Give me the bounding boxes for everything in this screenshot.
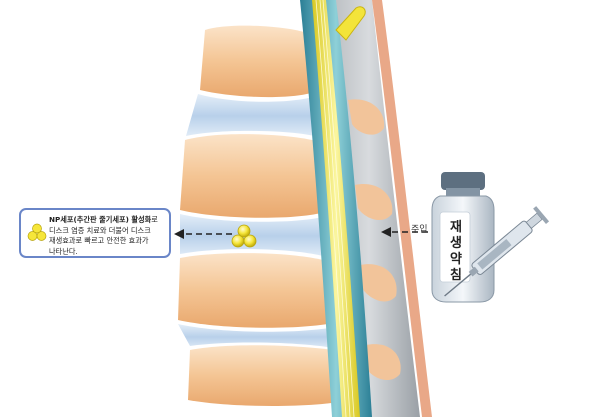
info-box: NP세포(추간판 줄기세포) 활성화로 디스크 염증 치료와 더불어 디스크 재… <box>19 208 171 258</box>
info-line-1: NP세포(추간판 줄기세포) 활성화로 <box>49 215 171 226</box>
disc-1 <box>186 94 322 138</box>
vertebra-3 <box>178 253 338 328</box>
np-cell-cluster <box>231 224 257 248</box>
nerve-fibers <box>315 0 355 417</box>
arrow-head-left <box>174 229 184 239</box>
arrow-head-injection <box>381 227 391 237</box>
disc-2 <box>180 214 330 258</box>
vertebra-2 <box>180 134 325 218</box>
info-line-3: 재생효과로 빠르고 안전한 효과가 <box>49 236 149 245</box>
vial-label-char: 침 <box>450 268 462 283</box>
injection-label: 주입 <box>411 225 428 235</box>
intervertebral-discs <box>178 94 344 350</box>
vertebrae <box>178 25 350 406</box>
info-text: NP세포(추간판 줄기세포) 활성화로 디스크 염증 치료와 더불어 디스크 재… <box>49 215 171 257</box>
syringe <box>444 206 550 297</box>
vertebra-1 <box>200 25 314 98</box>
vial-label-char: 생 <box>450 236 462 251</box>
outer-ligament <box>372 0 432 417</box>
vial-label-char: 약 <box>450 252 462 267</box>
vertebra-4 <box>188 345 350 406</box>
info-title-suffix: 로 <box>151 215 158 224</box>
posterior-processes <box>348 99 401 381</box>
vial-label-char: 재 <box>450 220 462 235</box>
disc-3 <box>178 324 344 350</box>
nerve-cap <box>335 6 366 41</box>
np-cell-icon <box>27 223 47 241</box>
medicine-vial <box>431 172 495 303</box>
info-line-4: 나타난다. <box>49 246 78 256</box>
info-line-2: 디스크 염증 치료와 더불어 디스크 <box>49 225 151 235</box>
info-title: NP세포(추간판 줄기세포) 활성화 <box>49 215 152 224</box>
